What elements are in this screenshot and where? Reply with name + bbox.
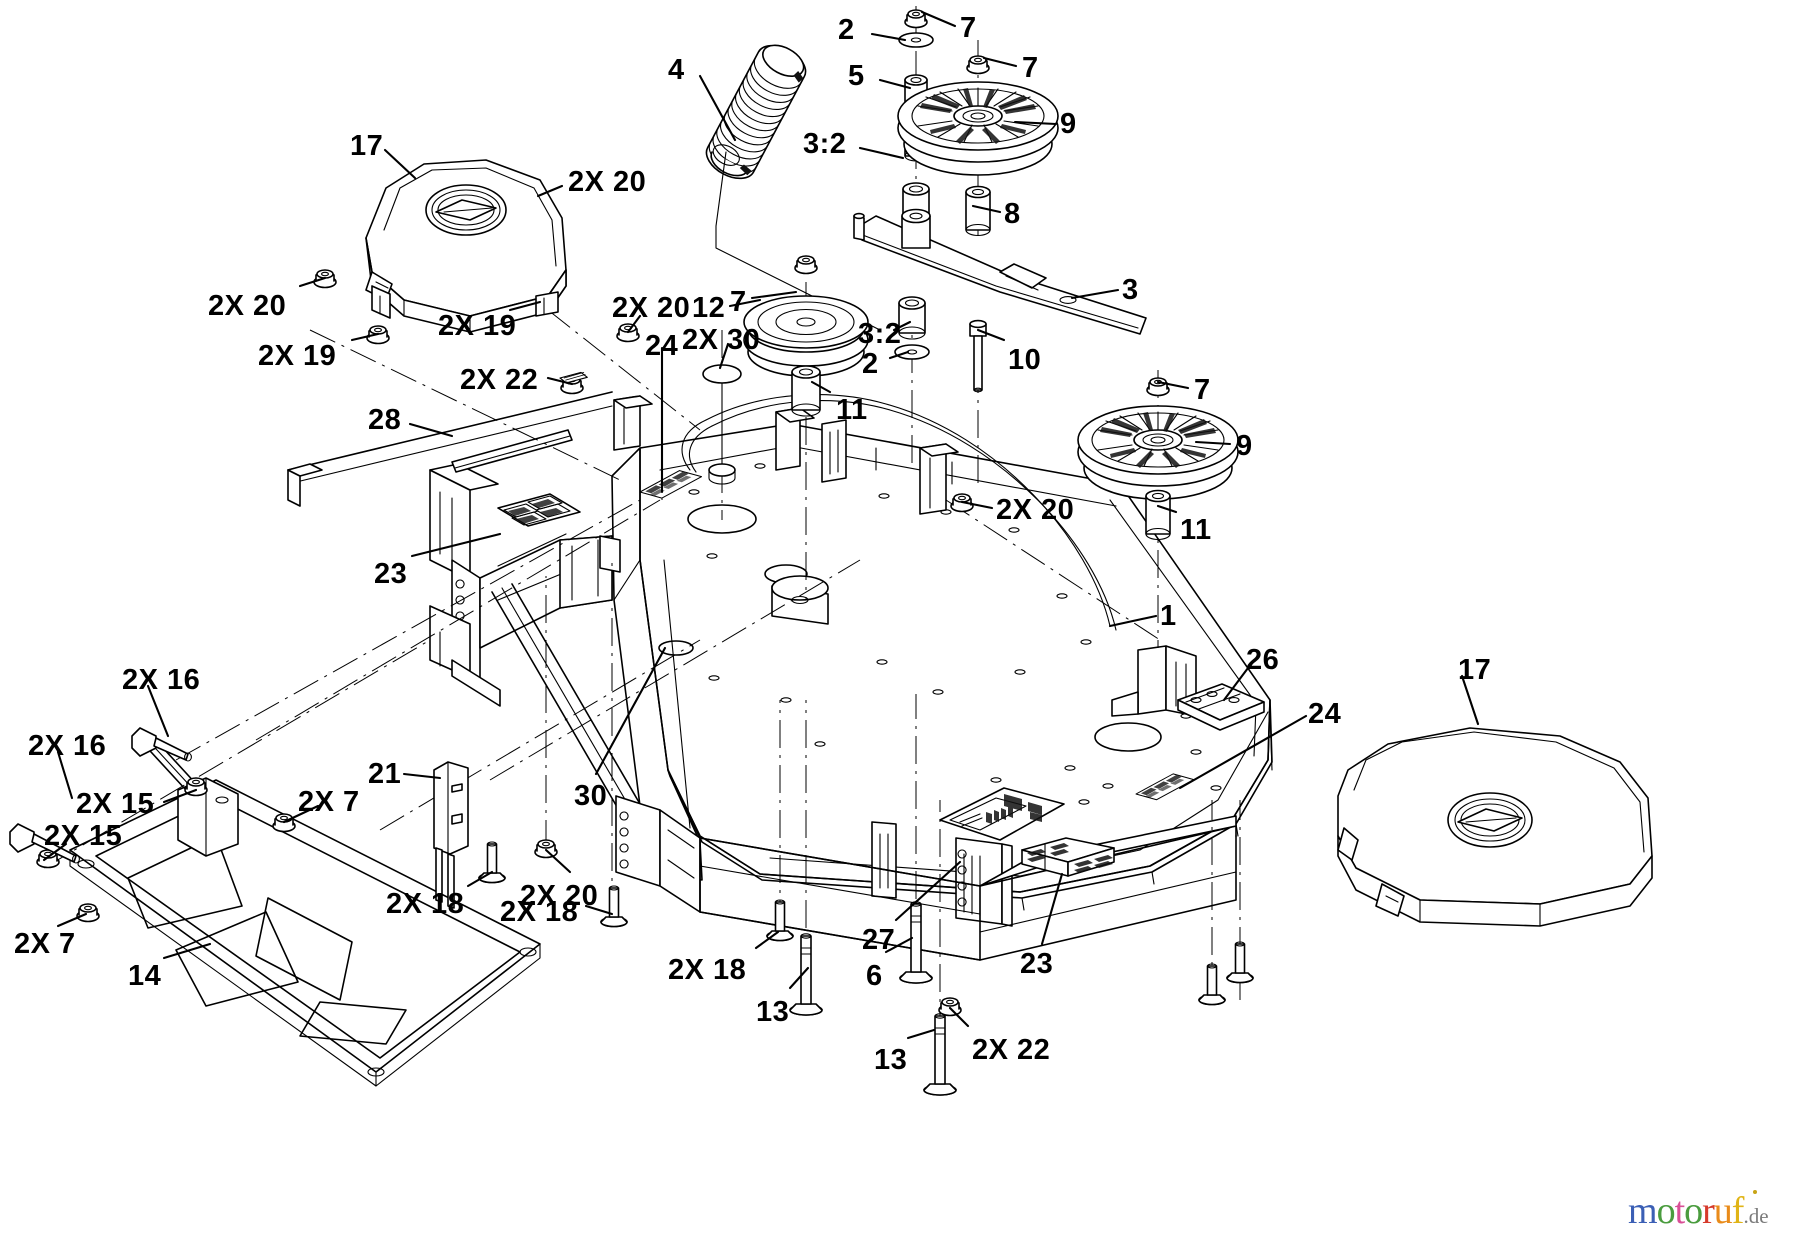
nut-20-e [534,839,558,859]
callout-7: 7 [1194,374,1211,406]
callout-13: 13 [874,1044,908,1076]
callout-11: 11 [836,394,868,426]
bolt-18-d [1198,963,1226,1006]
watermark-letters: motoruf [1628,1190,1745,1232]
callout-14: 14 [128,960,162,992]
hanger-rod-28 [451,429,573,473]
callout-2x-15: 2X 15 [76,788,155,820]
callout-2x-20: 2X 20 [612,292,691,324]
callout-1: 1 [1160,600,1177,632]
bolt-18-b [600,885,628,928]
callout-30: 30 [574,780,608,812]
belt-cover-17-right [1337,727,1653,927]
extension-spring-4 [705,44,807,180]
callout-11: 11 [1180,514,1212,546]
callout-2x-7: 2X 7 [14,928,76,960]
callout-8: 8 [1004,198,1021,230]
decal-27 [939,787,1065,841]
bolt-13-b [923,1012,957,1096]
callout-2x-19: 2X 19 [438,310,517,342]
callout-17: 17 [1458,654,1492,686]
callout-2x-16: 2X 16 [122,664,201,696]
fastener-stack-b [894,296,987,393]
callout-2: 2 [838,14,855,46]
nut-7-b [76,903,100,923]
belt-cover-17-left [365,159,567,333]
watermark-letter-3: o [1684,1190,1703,1232]
watermark-letter-1: o [1656,1190,1676,1232]
callout-3: 3 [1122,274,1139,306]
callout-4: 4 [668,54,685,86]
grommet-30 [702,364,742,485]
callout-2: 2 [862,348,879,380]
callout-2x-20: 2X 20 [568,166,647,198]
watermark-letter-6: f [1731,1190,1745,1232]
decal-23-left [497,493,581,527]
callout-17: 17 [350,130,384,162]
callout-2x-19: 2X 19 [258,340,337,372]
idler-pulley-9-lower [1077,377,1239,541]
watermark-letter-4: r [1702,1190,1715,1232]
upper-cross-rail [287,391,613,507]
idler-pulley-9-upper [897,55,1059,237]
callout-2x-30: 2X 30 [682,324,761,356]
callout-2x-20: 2X 20 [520,880,599,912]
bracket-21 [433,761,469,909]
callout-2x-18: 2X 18 [500,896,579,928]
callout-2x-22: 2X 22 [460,364,539,396]
bolt-18-e [1226,941,1254,984]
spacer-11-lower [1145,489,1171,541]
watermark-letter-0: m [1628,1190,1658,1232]
plate-26 [1177,683,1265,731]
leader-lines [42,10,1480,1040]
decal-24-right [1132,768,1197,805]
callout-2x-20: 2X 20 [996,494,1075,526]
fastener-stack-a [898,9,934,249]
bolt-16-b [9,823,80,864]
callout-6: 6 [866,960,883,992]
callout-13: 13 [756,996,790,1028]
bolt-18-c [766,899,794,942]
callout-21: 21 [368,758,402,790]
callout-2x-20: 2X 20 [208,290,287,322]
callout-10: 10 [1008,344,1042,376]
callout-26: 26 [1246,644,1280,676]
callout-2x-22: 2X 22 [972,1034,1051,1066]
callout-24: 24 [1308,698,1342,730]
watermark-dot [1753,1190,1757,1194]
callout-2x-18: 2X 18 [386,888,465,920]
callout-2x-18: 2X 18 [668,954,747,986]
bolt-16-a [131,727,192,762]
callout-9: 9 [1060,108,1077,140]
callout-23: 23 [1020,948,1054,980]
callout-3-2: 3:2 [858,318,902,350]
callout-28: 28 [368,404,402,436]
idler-arm-3 [853,212,1147,335]
callout-2x-15: 2X 15 [44,820,123,852]
decal-23-right [1021,837,1115,877]
decal-24-left [636,465,705,504]
callout-7: 7 [1022,52,1039,84]
callout-7: 7 [960,12,977,44]
callout-24: 24 [645,330,679,362]
callout-2x-16: 2X 16 [28,730,107,762]
callout-2x-7: 2X 7 [298,786,360,818]
callout-23: 23 [374,558,408,590]
watermark-letter-5: u [1713,1190,1733,1232]
callout-9: 9 [1236,430,1253,462]
nut-22-b [938,997,962,1017]
callout-3-2: 3:2 [803,128,847,160]
callout-27: 27 [862,924,896,956]
watermark-suffix: .de [1743,1204,1769,1228]
motoruf-watermark: motoruf.de [1628,1190,1769,1232]
callout-12: 12 [692,292,726,324]
callout-5: 5 [848,60,865,92]
watermark-letter-2: t [1674,1190,1686,1232]
spacer-11-upper [791,365,821,417]
callout-7: 7 [730,286,747,318]
spacer-8 [965,185,991,237]
flat-pulley-12 [743,255,869,417]
bolt-13-a [789,932,823,1016]
